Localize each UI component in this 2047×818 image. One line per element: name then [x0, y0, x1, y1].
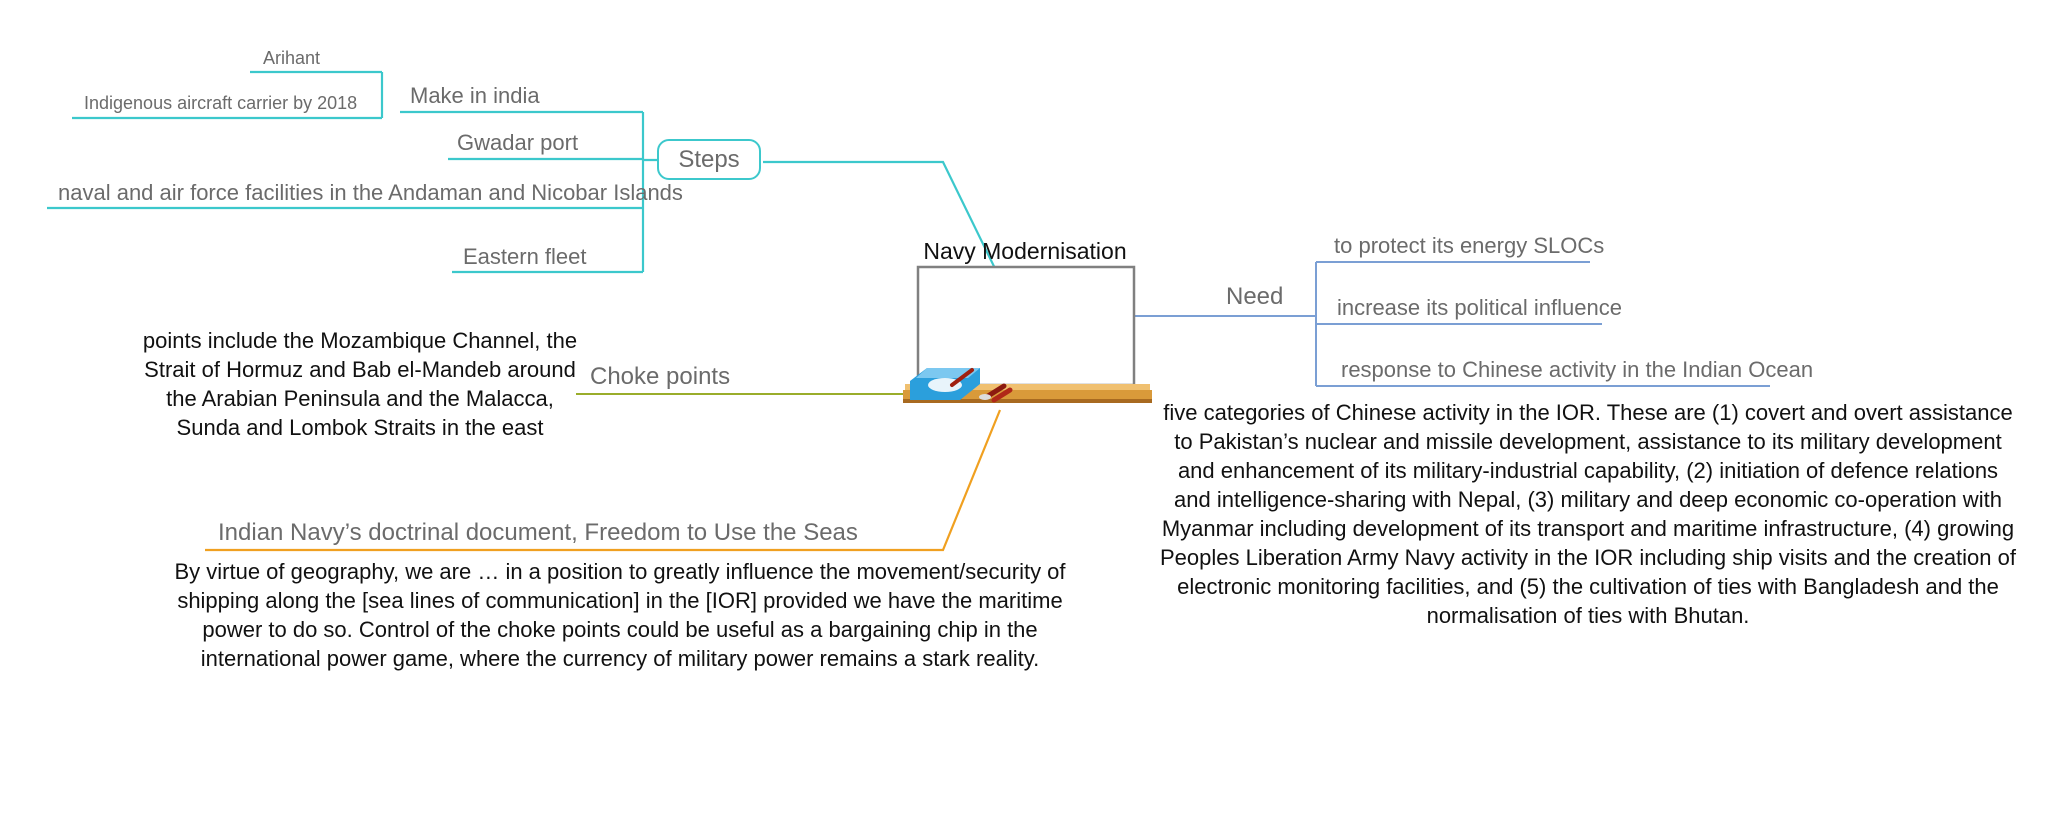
- whiteboard-icon: [903, 265, 1152, 403]
- steps-connectors: [47, 70, 1029, 337]
- need-trunk: [1310, 262, 1317, 386]
- need-connectors: [1135, 261, 1770, 387]
- eastern-fleet-node[interactable]: Eastern fleet: [463, 244, 587, 269]
- doctrine-node[interactable]: Indian Navy’s doctrinal document, Freedo…: [218, 519, 858, 546]
- andaman-node[interactable]: naval and air force facilities in the An…: [58, 180, 683, 205]
- need-child-2[interactable]: increase its political influence: [1337, 295, 1622, 320]
- need-node[interactable]: Need: [1226, 283, 1284, 310]
- make-in-india-node[interactable]: Make in india: [410, 83, 540, 108]
- carrier-node[interactable]: Indigenous aircraft carrier by 2018: [84, 93, 358, 113]
- need-note: five categories of Chinese activity in t…: [1160, 400, 2016, 628]
- choke-points-node[interactable]: Choke points: [590, 363, 731, 390]
- need-child-3[interactable]: response to Chinese activity in the Indi…: [1341, 357, 1814, 382]
- arihant-node[interactable]: Arihant: [263, 48, 321, 68]
- steps-trunk: [641, 112, 657, 272]
- steps-node[interactable]: Steps: [657, 139, 761, 180]
- choke-points-note: points include the Mozambique Channel, t…: [142, 328, 578, 440]
- central-topic-title[interactable]: Navy Modernisation: [923, 238, 1127, 264]
- doctrine-connector: [205, 409, 1002, 552]
- doctrine-note: By virtue of geography, we are … in a po…: [174, 559, 1066, 671]
- need-child-1[interactable]: to protect its energy SLOCs: [1334, 233, 1605, 258]
- marker-icon: [950, 368, 1013, 403]
- gwadar-node[interactable]: Gwadar port: [457, 130, 579, 155]
